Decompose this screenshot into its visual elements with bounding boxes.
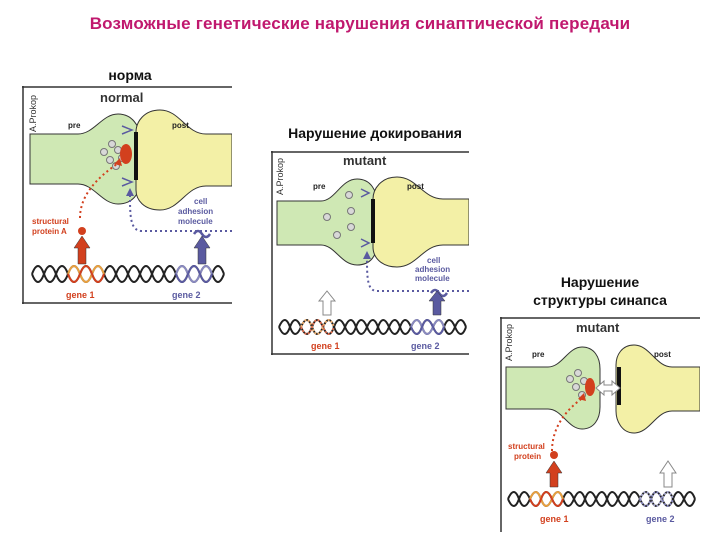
protein-a-icon (78, 227, 86, 235)
author-label: A.Prokop (28, 95, 38, 132)
gene2-label: gene 2 (172, 290, 201, 300)
protein-label-line2: protein A (32, 227, 67, 236)
gene1-label: gene 1 (66, 290, 95, 300)
gene2-expression-arrow (194, 236, 210, 264)
active-zone-protein (120, 144, 132, 164)
adhesion-label-line1: cell (194, 197, 207, 206)
gene1-expression-arrow (74, 236, 90, 264)
dna-helix (279, 320, 466, 334)
protein-label-line2: protein (514, 452, 541, 461)
caption-structure-defect-line1: Нарушение (500, 273, 700, 291)
gene2-expression-arrow (429, 291, 445, 315)
pre-label: pre (313, 182, 326, 191)
caption-normal: норма (80, 66, 180, 84)
post-label: post (407, 182, 424, 191)
panel-normal: A.Prokop normal pre post structural prot… (22, 86, 232, 304)
protein-label-line1: structural (508, 442, 545, 451)
adhesion-label-line3: molecule (415, 274, 450, 283)
author-label: A.Prokop (504, 324, 514, 361)
gene1-label: gene 1 (540, 514, 569, 524)
gene2-expression-arrow-absent (660, 461, 676, 487)
postsynaptic-density (134, 132, 138, 180)
panel-heading: mutant (576, 320, 620, 335)
panel-heading: mutant (343, 153, 387, 168)
dna-helix (508, 492, 695, 506)
panel-docking-defect: A.Prokop mutant pre post cell adhesion m… (271, 151, 469, 355)
gene2-label: gene 2 (411, 341, 440, 351)
postsynaptic-density (371, 199, 375, 243)
caption-structure-defect-line2: структуры синапса (500, 291, 700, 309)
dna-helix (32, 266, 224, 282)
gene1-expression-arrow (546, 461, 562, 487)
page-title: Возможные генетические нарушения синапти… (0, 14, 720, 34)
caption-docking-defect: Нарушение докирования (250, 124, 500, 142)
panel-structure-defect: A.Prokop mutant pre post structural prot… (500, 317, 700, 532)
adhesion-label-line2: adhesion (415, 265, 450, 274)
protein-label-line1: structural (32, 217, 69, 226)
adhesion-label-line1: cell (427, 256, 440, 265)
pre-label: pre (532, 350, 545, 359)
presynaptic-terminal (277, 179, 377, 265)
structure-defect-diagram: A.Prokop mutant pre post structural prot… (500, 317, 700, 532)
gene1-label: gene 1 (311, 341, 340, 351)
normal-synapse-diagram: A.Prokop normal pre post structural prot… (22, 86, 232, 304)
gene1-expression-arrow-absent (319, 291, 335, 315)
post-label: post (172, 121, 189, 130)
post-label: post (654, 350, 671, 359)
pre-label: pre (68, 121, 81, 130)
structural-protein-icon (550, 451, 558, 459)
active-zone-protein (585, 378, 595, 396)
adhesion-label-line3: molecule (178, 217, 213, 226)
adhesion-label-line2: adhesion (178, 207, 213, 216)
gene2-label: gene 2 (646, 514, 675, 524)
author-label: A.Prokop (275, 158, 285, 195)
docking-defect-diagram: A.Prokop mutant pre post cell adhesion m… (271, 151, 469, 355)
panel-heading: normal (100, 90, 143, 105)
